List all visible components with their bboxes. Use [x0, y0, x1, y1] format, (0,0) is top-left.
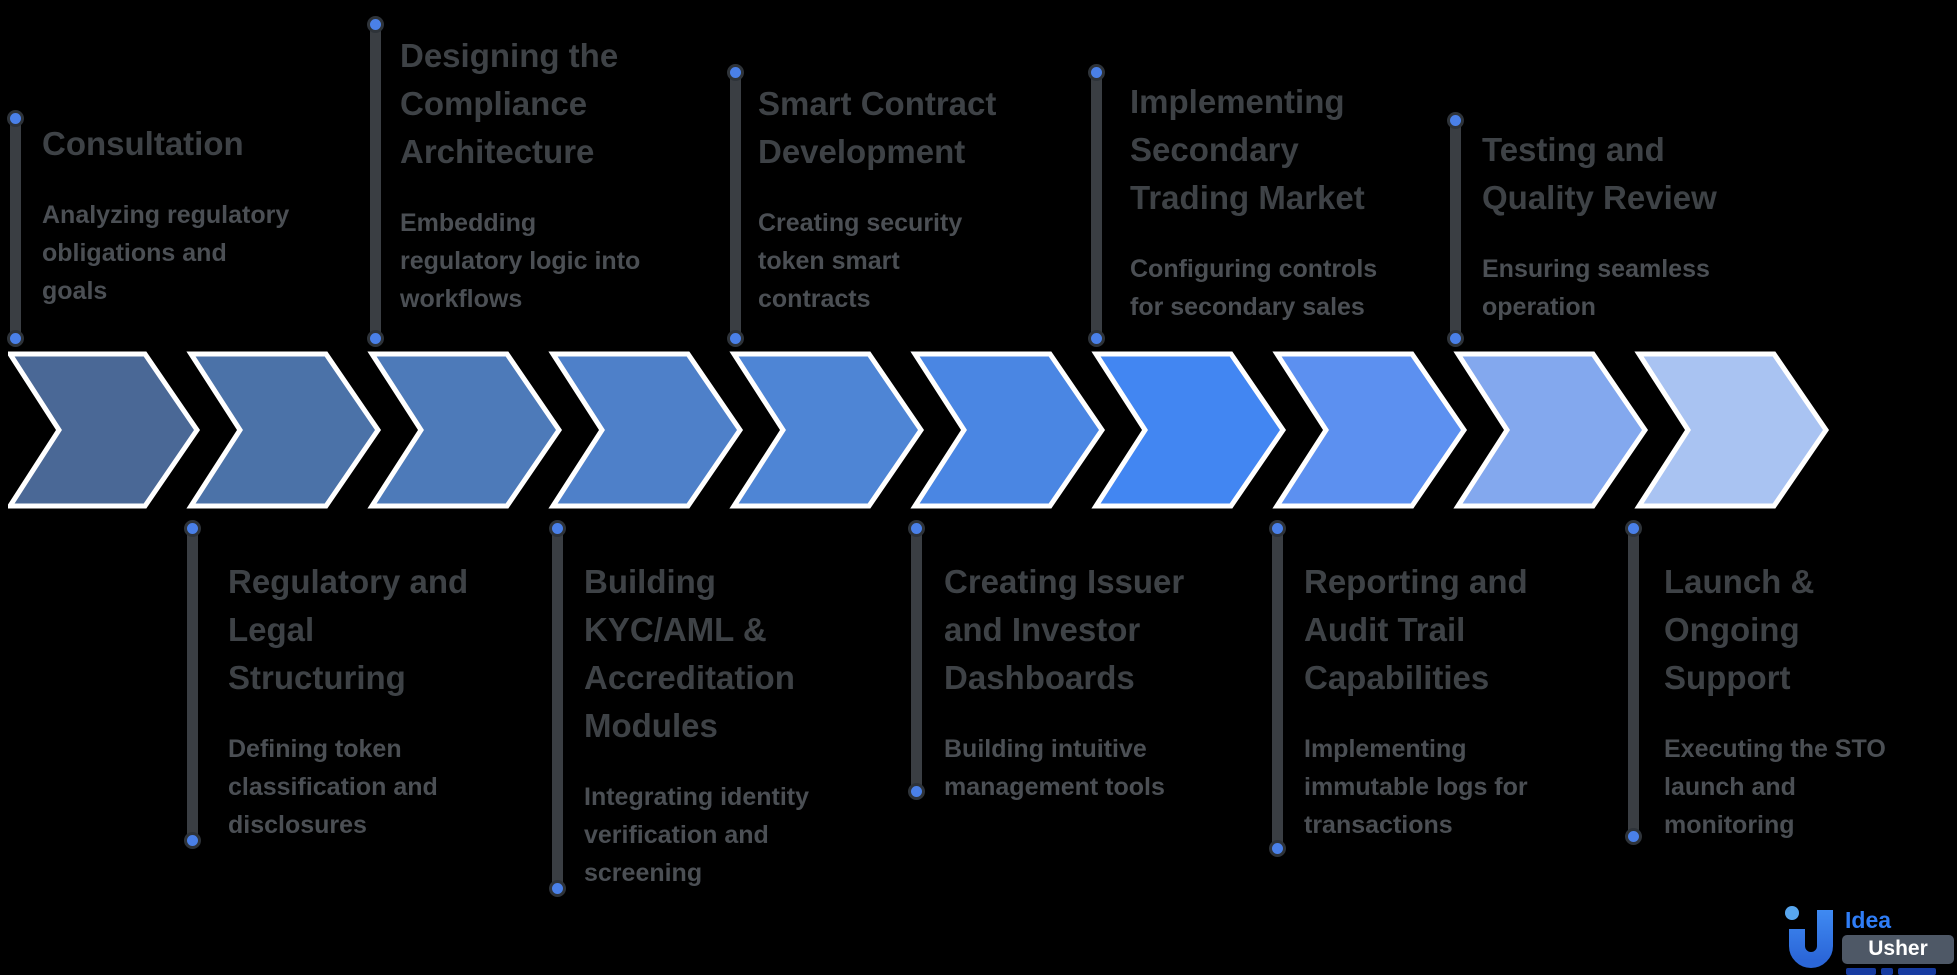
step-block-audit-trail: Reporting and Audit Trail Capabilities I… [1304, 558, 1604, 844]
step-block-dashboards: Creating Issuer and Investor Dashboards … [944, 558, 1244, 806]
connector-dot [1269, 840, 1286, 857]
connector-line [1450, 120, 1461, 338]
step-heading: Launch & Ongoing Support [1664, 563, 1815, 696]
step-heading: Implementing Secondary Trading Market [1130, 83, 1365, 216]
connector-dot [1447, 112, 1464, 129]
connector-line [187, 528, 198, 840]
step-block-compliance-architecture: Designing the Compliance Architecture Em… [400, 32, 700, 318]
step-description: Analyzing regulatory obligations and goa… [42, 201, 290, 305]
logo-tagline [1842, 968, 1954, 975]
step-block-consultation: Consultation Analyzing regulatory obliga… [42, 120, 342, 310]
step-block-legal-structuring: Regulatory and Legal Structuring Definin… [228, 558, 528, 844]
logo-text-idea: Idea [1845, 907, 1892, 933]
connector-line [1628, 528, 1639, 836]
connector-dot [184, 832, 201, 849]
connector-dot [367, 16, 384, 33]
connector-dot [1269, 520, 1286, 537]
connector-line [911, 528, 922, 791]
connector-dot [549, 880, 566, 897]
chevron-step-5 [729, 351, 925, 509]
connector-line [10, 118, 21, 338]
connector-dot [727, 64, 744, 81]
step-heading: Regulatory and Legal Structuring [228, 563, 469, 696]
connector-line [730, 72, 741, 338]
connector-line [1272, 528, 1283, 848]
step-description: Defining token classification and disclo… [228, 735, 438, 839]
step-description: Embedding regulatory logic into workflow… [400, 209, 641, 313]
chevron-step-2 [186, 351, 382, 509]
connector-dot [7, 330, 24, 347]
chevron-step-8 [1272, 351, 1468, 509]
connector-line [1091, 72, 1102, 338]
connector-dot [1088, 330, 1105, 347]
connector-dot [7, 110, 24, 127]
chevron-arrows [8, 351, 1830, 509]
step-heading: Smart Contract Development [758, 85, 997, 170]
step-block-smart-contract: Smart Contract Development Creating secu… [758, 80, 1058, 318]
chevron-step-9 [1453, 351, 1649, 509]
connector-dot [1088, 64, 1105, 81]
idea-usher-logo: Idea Usher [1782, 902, 1957, 975]
step-description: Ensuring seamless operation [1482, 255, 1710, 321]
step-heading: Reporting and Audit Trail Capabilities [1304, 563, 1528, 696]
chevron-step-3 [367, 351, 563, 509]
step-heading: Consultation [42, 125, 244, 162]
connector-dot [367, 330, 384, 347]
connector-dot [908, 520, 925, 537]
step-heading: Testing and Quality Review [1482, 131, 1717, 216]
step-heading: Building KYC/AML & Accreditation Modules [584, 563, 795, 744]
logo-text-usher: Usher [1842, 935, 1954, 964]
step-description: Building intuitive management tools [944, 735, 1165, 801]
step-description: Configuring controls for secondary sales [1130, 255, 1378, 321]
connector-dot [727, 330, 744, 347]
connector-dot [908, 783, 925, 800]
step-heading: Creating Issuer and Investor Dashboards [944, 563, 1185, 696]
connector-dot [1625, 828, 1642, 845]
step-description: Integrating identity verification and sc… [584, 783, 809, 887]
chevron-step-6 [910, 351, 1106, 509]
step-description: Creating security token smart contracts [758, 209, 963, 313]
chevron-step-10 [1634, 351, 1830, 509]
connector-line [552, 528, 563, 888]
connector-dot [1625, 520, 1642, 537]
chevron-step-7 [1091, 351, 1287, 509]
step-block-testing-quality: Testing and Quality Review Ensuring seam… [1482, 126, 1782, 326]
iu-monogram-icon [1785, 906, 1833, 968]
step-block-kyc-aml: Building KYC/AML & Accreditation Modules… [584, 558, 884, 892]
chevron-step-1 [8, 351, 201, 509]
chevron-step-4 [548, 351, 744, 509]
connector-dot [549, 520, 566, 537]
step-heading: Designing the Compliance Architecture [400, 37, 619, 170]
connector-line [370, 24, 381, 338]
connector-dot [1447, 330, 1464, 347]
step-description: Implementing immutable logs for transact… [1304, 735, 1528, 839]
connector-dot [184, 520, 201, 537]
step-description: Executing the STO launch and monitoring [1664, 735, 1886, 839]
step-block-launch-support: Launch & Ongoing Support Executing the S… [1664, 558, 1957, 844]
step-block-secondary-trading: Implementing Secondary Trading Market Co… [1130, 78, 1430, 326]
